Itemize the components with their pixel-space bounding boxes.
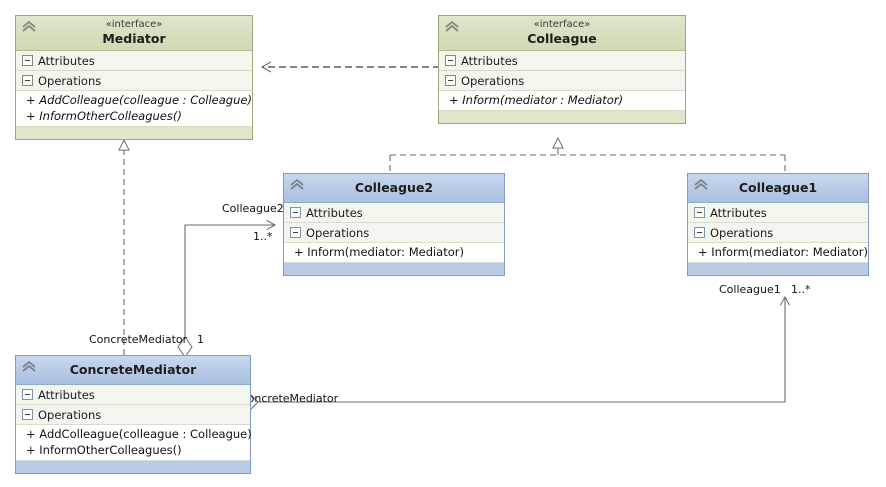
operation-item: + InformOtherColleagues() [26, 109, 182, 123]
edge-label-concretemediator-multiplicity-top: 1 [197, 333, 204, 346]
class-footer-colleague1 [688, 263, 868, 275]
members-operations-mediator: + AddColleague(colleague : Colleague) + … [16, 91, 252, 127]
compartment-label-attributes: Attributes [461, 54, 518, 68]
members-operations-concretemediator: + AddColleague(colleague : Colleague) + … [16, 425, 252, 461]
compartment-operations-concretemediator[interactable]: Operations [16, 405, 250, 425]
collapse-chevron-icon[interactable] [21, 19, 37, 35]
compartment-operations-mediator[interactable]: Operations [16, 71, 252, 91]
class-box-colleague2[interactable]: Colleague2 Attributes Operations + Infor… [283, 173, 505, 276]
expand-minus-icon[interactable] [22, 55, 33, 66]
expand-minus-icon[interactable] [22, 409, 33, 420]
expand-minus-icon[interactable] [445, 55, 456, 66]
class-box-concretemediator[interactable]: ConcreteMediator Attributes Operations +… [15, 355, 252, 474]
edge-label-colleague1-multiplicity: 1..* [791, 283, 811, 296]
compartment-label-attributes: Attributes [38, 388, 95, 402]
operation-item: + Inform(mediator : Mediator) [449, 93, 624, 107]
collapse-chevron-icon[interactable] [289, 177, 305, 193]
class-stereotype-colleague: «interface» [533, 19, 591, 30]
compartment-operations-colleague2[interactable]: Operations [284, 223, 504, 243]
class-header-colleague1: Colleague1 [688, 174, 868, 203]
collapse-chevron-icon[interactable] [693, 177, 709, 193]
class-box-colleague1[interactable]: Colleague1 Attributes Operations + Infor… [687, 173, 869, 276]
edge-aggregation-colleague2 [177, 219, 277, 358]
edge-label-concretemediator-role-top: ConcreteMediator [89, 333, 188, 346]
operation-item: + AddColleague(colleague : Colleague) [26, 93, 252, 107]
compartment-operations-colleague1[interactable]: Operations [688, 223, 868, 243]
compartment-label-operations: Operations [306, 226, 370, 240]
compartment-attributes-mediator[interactable]: Attributes [16, 51, 252, 71]
class-header-concretemediator: ConcreteMediator [16, 356, 250, 385]
compartment-label-operations: Operations [710, 226, 774, 240]
expand-minus-icon[interactable] [694, 227, 705, 238]
class-footer-colleague2 [284, 263, 504, 275]
collapse-chevron-icon[interactable] [444, 19, 460, 35]
class-header-colleague2: Colleague2 [284, 174, 504, 203]
compartment-attributes-colleague2[interactable]: Attributes [284, 203, 504, 223]
edge-label-colleague2-multiplicity: 1..* [253, 230, 273, 243]
operation-item: + InformOtherColleagues() [26, 443, 182, 457]
expand-minus-icon[interactable] [22, 75, 33, 86]
class-name-concretemediator: ConcreteMediator [69, 362, 197, 377]
compartment-attributes-concretemediator[interactable]: Attributes [16, 385, 250, 405]
edge-label-colleague1-role: Colleague1 [719, 283, 781, 296]
compartment-label-operations: Operations [38, 408, 102, 422]
members-operations-colleague2: + Inform(mediator: Mediator) [284, 243, 504, 263]
compartment-label-operations: Operations [38, 74, 102, 88]
edge-label-concretemediator-role-right: ConcreteMediator [240, 392, 339, 405]
compartment-attributes-colleague[interactable]: Attributes [439, 51, 685, 71]
compartment-label-attributes: Attributes [306, 206, 363, 220]
class-box-colleague[interactable]: «interface» Colleague Attributes Operati… [438, 15, 686, 124]
expand-minus-icon[interactable] [290, 227, 301, 238]
class-header-mediator: «interface» Mediator [16, 16, 252, 51]
expand-minus-icon[interactable] [694, 207, 705, 218]
class-stereotype-mediator: «interface» [105, 19, 163, 30]
class-footer-mediator [16, 127, 252, 139]
edge-label-colleague2-role: Colleague2 [222, 202, 284, 215]
operation-item: + Inform(mediator: Mediator) [698, 245, 868, 259]
operation-item: + Inform(mediator: Mediator) [294, 245, 464, 259]
expand-minus-icon[interactable] [290, 207, 301, 218]
compartment-label-attributes: Attributes [710, 206, 767, 220]
operation-item: + AddColleague(colleague : Colleague) [26, 427, 252, 441]
expand-minus-icon[interactable] [22, 389, 33, 400]
class-name-colleague: Colleague [527, 31, 597, 46]
class-footer-colleague [439, 111, 685, 123]
class-box-mediator[interactable]: «interface» Mediator Attributes Operatio… [15, 15, 253, 140]
edge-realization-colleagues [389, 138, 786, 173]
class-header-colleague: «interface» Colleague [439, 16, 685, 51]
compartment-attributes-colleague1[interactable]: Attributes [688, 203, 868, 223]
collapse-chevron-icon[interactable] [21, 359, 37, 375]
class-name-mediator: Mediator [102, 31, 166, 46]
members-operations-colleague: + Inform(mediator : Mediator) [439, 91, 685, 111]
compartment-operations-colleague[interactable]: Operations [439, 71, 685, 91]
class-name-colleague2: Colleague2 [354, 180, 434, 195]
members-operations-colleague1: + Inform(mediator: Mediator) [688, 243, 868, 263]
compartment-label-attributes: Attributes [38, 54, 95, 68]
expand-minus-icon[interactable] [445, 75, 456, 86]
compartment-label-operations: Operations [461, 74, 525, 88]
class-footer-concretemediator [16, 461, 250, 473]
class-name-colleague1: Colleague1 [738, 180, 818, 195]
